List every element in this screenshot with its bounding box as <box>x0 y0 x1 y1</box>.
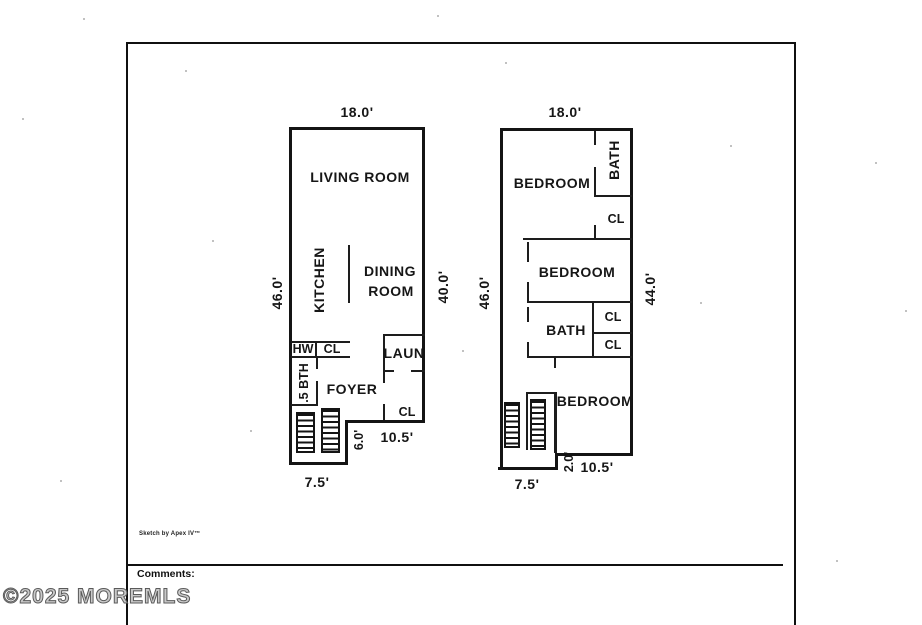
f2-bathmid-bottom <box>527 356 632 358</box>
f1-laundry-bottom-a <box>383 370 394 372</box>
f2-dim-notch-h: 2.0' <box>562 451 576 473</box>
f2-wall-top <box>500 128 633 131</box>
f2-dim-right: 44.0' <box>642 272 658 306</box>
scan-noise <box>462 350 464 352</box>
f1-laundry-left <box>383 334 385 383</box>
f2-dim-left: 46.0' <box>476 276 492 310</box>
f2-bedtop-bottom <box>523 238 632 240</box>
scan-noise <box>905 310 907 312</box>
label-closet-mid-upper: CL <box>604 310 622 324</box>
f1-staircase-left <box>296 412 315 453</box>
f1-wall-notch-bottom <box>345 420 425 423</box>
f1-laundry-bottom-b <box>411 370 425 372</box>
f1-hwcl-divider <box>315 341 317 358</box>
label-foyer-closet: CL <box>398 405 416 419</box>
label-dining-1: DINING <box>364 263 416 279</box>
f2-wall-left <box>500 128 503 470</box>
label-kitchen: KITCHEN <box>311 247 327 313</box>
comments-divider <box>127 564 783 566</box>
f2-bathtop-wall-a <box>594 131 596 145</box>
f1-wall-left <box>289 127 292 465</box>
f1-dim-notch-w: 10.5' <box>380 429 414 445</box>
f1-wall-top <box>289 127 425 130</box>
scan-noise <box>22 118 24 120</box>
copyright-watermark: ©2025 MOREMLS <box>2 585 192 609</box>
f1-wall-bottom <box>289 462 348 465</box>
label-dining-2: ROOM <box>368 283 414 299</box>
f1-dim-right: 40.0' <box>435 270 451 304</box>
f2-wall-notch-side <box>555 453 558 470</box>
scan-noise <box>505 62 507 64</box>
f1-dim-notch-h: 6.0' <box>352 429 366 451</box>
scan-noise <box>185 70 187 72</box>
f2-bathtop-wall-b <box>594 167 596 197</box>
f2-hall-stub <box>554 356 556 368</box>
label-closet-top: CL <box>607 212 625 226</box>
f1-laundry-top <box>383 334 425 336</box>
f2-wall-notch-bottom <box>555 453 633 456</box>
comments-label: Comments: <box>137 568 195 580</box>
label-bedroom-bottom: BEDROOM <box>556 393 634 409</box>
f2-wall-bottom <box>498 467 558 470</box>
f1-halfbath-wall-a <box>316 358 318 369</box>
f2-closettop-wall <box>594 225 596 240</box>
scan-noise <box>730 145 732 147</box>
scan-noise <box>437 15 439 17</box>
label-hw: HW <box>292 342 314 356</box>
f1-wall-notch-side <box>345 420 348 465</box>
label-bath-top: BATH <box>606 140 622 180</box>
label-half-bath: .5 BTH <box>297 363 311 403</box>
label-bedroom-mid: BEDROOM <box>538 264 616 280</box>
f1-wall-right <box>422 127 425 423</box>
f1-kitchen-divider <box>348 245 350 303</box>
label-living-room: LIVING ROOM <box>310 169 410 185</box>
label-foyer: FOYER <box>326 381 378 397</box>
f1-foyer-closet-wall <box>383 404 385 420</box>
f2-stairs-top <box>526 392 556 394</box>
f2-stairs-divider <box>526 392 528 450</box>
label-laundry: LAUN <box>383 345 425 361</box>
scan-noise <box>875 162 877 164</box>
label-hall-closet: CL <box>323 342 341 356</box>
f1-dim-top: 18.0' <box>340 104 374 120</box>
label-closet-mid-lower: CL <box>604 338 622 352</box>
f2-bedmid-left-b <box>527 282 529 302</box>
f2-bathmid-left-a <box>527 307 529 322</box>
f1-hwcl-top <box>291 341 350 343</box>
scan-noise <box>83 18 85 20</box>
scan-noise <box>250 430 252 432</box>
f2-wall-right <box>630 128 633 456</box>
f1-halfbath-wall-b <box>316 381 318 406</box>
f2-dim-notch-w: 10.5' <box>580 459 614 475</box>
f2-staircase-right <box>530 399 546 450</box>
scan-noise <box>60 480 62 482</box>
sheet-border-left <box>126 42 128 625</box>
f2-stairs-right <box>554 392 557 453</box>
f1-staircase-right <box>321 408 340 453</box>
f2-closets-divider-v <box>592 301 594 358</box>
sheet-border-top <box>126 42 796 44</box>
f2-staircase-left <box>504 402 520 448</box>
f2-bathmid-left-b <box>527 342 529 357</box>
f1-halfbath-bottom <box>291 404 318 406</box>
f1-dim-left: 46.0' <box>269 276 285 310</box>
label-bath-mid: BATH <box>546 322 586 338</box>
scan-noise <box>212 240 214 242</box>
f1-hwcl-bottom <box>291 356 350 358</box>
f2-dim-bottom: 7.5' <box>514 476 540 492</box>
sheet-border-right <box>794 43 796 625</box>
scan-noise <box>836 560 838 562</box>
scan-noise <box>700 302 702 304</box>
sketch-credit: Sketch by Apex IV™ <box>139 531 201 537</box>
label-bedroom-top: BEDROOM <box>513 175 591 191</box>
f2-closets-divider-h <box>592 332 632 334</box>
f1-dim-bottom: 7.5' <box>304 474 330 490</box>
f2-dim-top: 18.0' <box>548 104 582 120</box>
f2-bedmid-bottom <box>527 301 632 303</box>
f2-bathtop-bottom <box>594 195 632 197</box>
f2-bedmid-left-a <box>527 242 529 262</box>
